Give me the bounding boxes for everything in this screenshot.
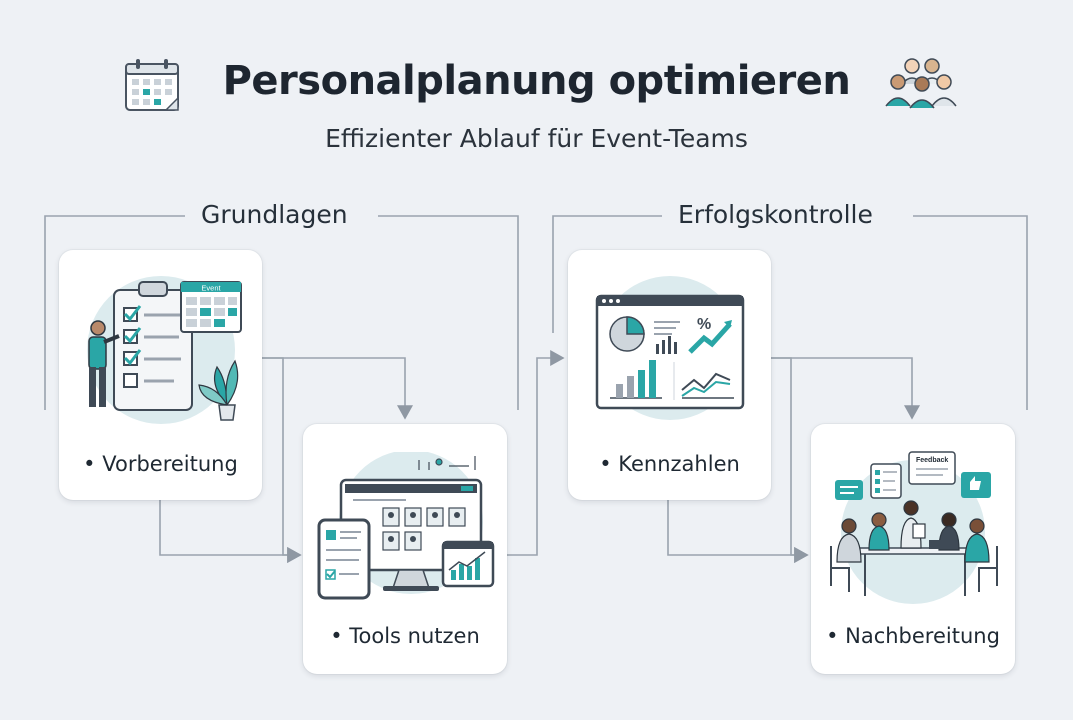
card-tools-nutzen: • Tools nutzen: [303, 424, 507, 674]
arrow-vorbereitung-tools-side: [262, 357, 302, 563]
analytics-illustration: %: [595, 276, 745, 420]
page-subtitle: Effizienter Ablauf für Event-Teams: [325, 124, 748, 153]
arrow-vorbereitung-tools-bottom: [159, 500, 302, 563]
calendar-tag: Event: [201, 284, 221, 293]
arrow-kennzahlen-nachbereitung-side: [771, 357, 809, 563]
group-label-grundlagen: Grundlagen: [189, 200, 360, 229]
person-icon: [88, 320, 120, 407]
people-icon: [836, 500, 990, 563]
line-chart-icon: [681, 372, 734, 399]
card-kennzahlen: % • Kennzahlen: [568, 250, 771, 500]
chat-bubble-icon: [835, 480, 863, 500]
devices-illustration: [317, 452, 495, 600]
card-label-nachbereitung: • Nachbereitung: [826, 624, 1000, 648]
calendar-icon: [125, 59, 179, 111]
arrow-kennzahlen-nachbereitung-top: [771, 357, 920, 420]
group-label-erfolgskontrolle: Erfolgskontrolle: [666, 200, 885, 229]
laptop-icon: [929, 540, 945, 549]
trend-up-icon: [688, 322, 732, 354]
card-nachbereitung: Feedback • Nachbereitung: [811, 424, 1015, 674]
chairs-icon: [830, 546, 998, 592]
arrow-tools-kennzahlen: [507, 350, 565, 556]
feedback-bubble: [908, 451, 956, 485]
group-bracket-left-a: [44, 215, 185, 410]
card-vorbereitung: Event • Vorbereitung: [59, 250, 262, 500]
team-meeting-illustration: Feedback: [830, 451, 998, 604]
pie-chart-icon: [609, 316, 645, 352]
team-people-icon: [885, 58, 957, 109]
group-bracket-left-b: [378, 215, 519, 410]
card-label-kennzahlen: • Kennzahlen: [599, 452, 740, 476]
arrow-vorbereitung-tools-top: [262, 357, 413, 420]
people-ranking-icon: [418, 456, 476, 470]
bar-chart-icon: [610, 360, 662, 399]
page-title: Personalplanung optimieren: [222, 58, 851, 104]
group-bracket-right-a: [552, 215, 662, 333]
feedback-bubble-text: Feedback: [916, 457, 948, 464]
checklist-calendar-illustration: Event: [87, 276, 242, 424]
percent-icon: %: [697, 316, 711, 333]
card-label-tools-nutzen: • Tools nutzen: [330, 624, 480, 648]
arrow-kennzahlen-nachbereitung-bottom: [667, 500, 809, 563]
card-label-vorbereitung: • Vorbereitung: [83, 452, 238, 476]
plant-icon: [198, 359, 239, 421]
group-bracket-right-b: [913, 215, 1028, 410]
